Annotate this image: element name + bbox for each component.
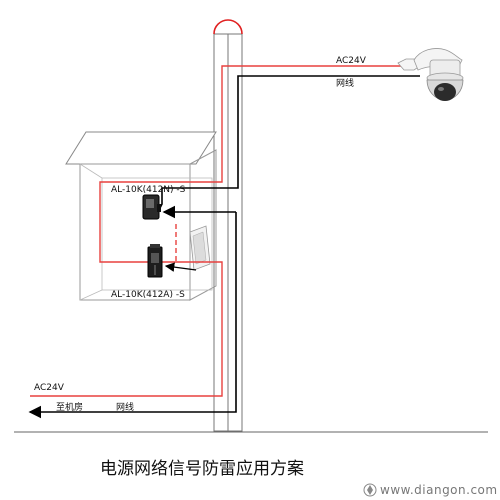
- outdoor-cabinet: [65, 131, 217, 301]
- watermark: www.diangon.com: [380, 483, 498, 497]
- diangon-logo-icon: [363, 483, 377, 497]
- device-bottom-label: AL-10K(412A) -S: [111, 290, 185, 300]
- dome-camera-icon: [397, 48, 464, 101]
- bottom-device-arrow: [164, 262, 197, 272]
- diagram-caption: 电源网络信号防雷应用方案: [100, 459, 304, 479]
- network-surge-protector: [142, 194, 161, 220]
- bottom-power-label: AC24V: [34, 383, 65, 393]
- bottom-network-label: 网线: [116, 401, 134, 413]
- power-cable: [30, 65, 405, 397]
- power-surge-protector: [147, 244, 163, 278]
- top-network-label: 网线: [336, 77, 354, 89]
- device-top-label: AL-10K(412N) -S: [111, 185, 186, 195]
- to-room-label: 至机房: [56, 401, 83, 413]
- top-power-label: AC24V: [336, 56, 367, 66]
- pole-top-red-cap: [213, 19, 243, 35]
- network-cable: [28, 75, 420, 419]
